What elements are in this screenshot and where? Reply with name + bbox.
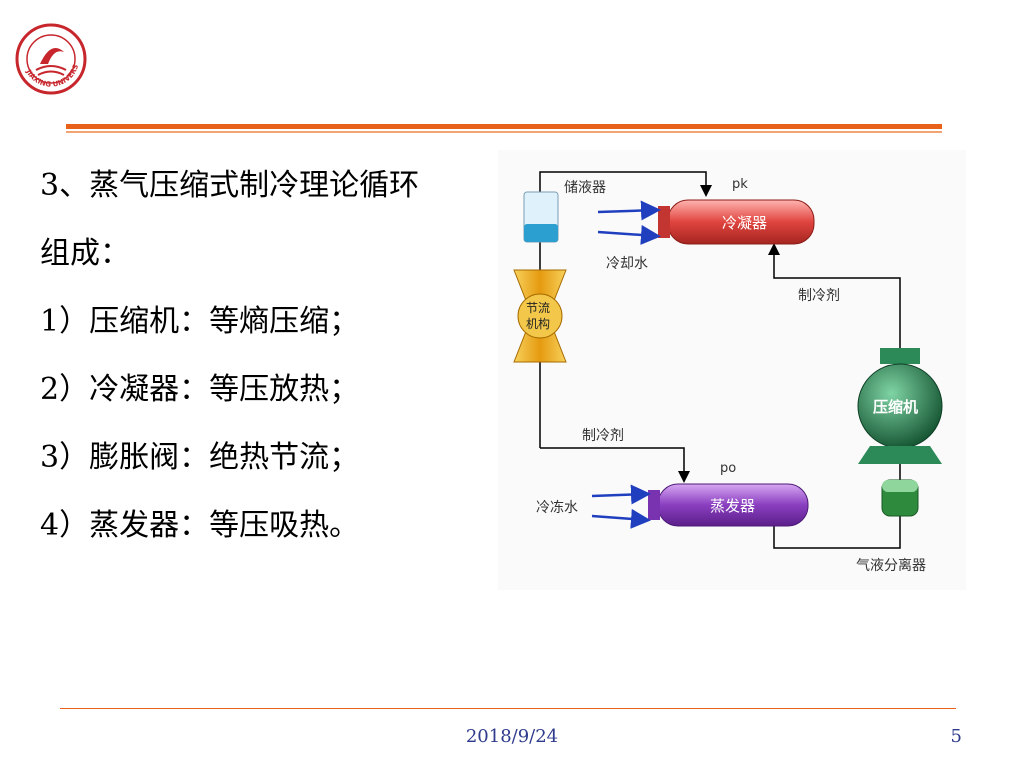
content-line-valve: 3）膨胀阀：绝热节流； (40, 440, 360, 475)
footer-rule (60, 708, 956, 709)
label-refrigerant-bottom: 制冷剂 (582, 428, 624, 444)
content-text: 3、蒸气压缩式制冷理论循环 组成： 1）压缩机：等熵压缩； 2）冷凝器：等压放热… (40, 152, 500, 560)
content-line-condenser: 2）冷凝器：等压放热； (40, 372, 360, 407)
label-refrigerant-top: 制冷剂 (798, 288, 840, 304)
label-throttle-1: 节流 (526, 301, 550, 315)
condenser-vessel (658, 199, 815, 245)
label-compressor: 压缩机 (873, 398, 918, 416)
content-line-compressor: 1）压缩机：等熵压缩； (40, 304, 360, 339)
label-throttle-2: 机构 (526, 316, 550, 331)
refrigeration-cycle-diagram: 储液器 pk 冷凝器 冷却水 制冷剂 节流 机构 压缩机 制冷剂 po 蒸发器 … (498, 150, 966, 590)
label-condenser: 冷凝器 (722, 214, 767, 232)
gas-liquid-separator (881, 479, 919, 517)
page-number: 5 (950, 726, 962, 747)
label-evaporator: 蒸发器 (710, 497, 755, 515)
evaporator-vessel (648, 483, 809, 527)
content-line-evaporator: 4）蒸发器：等压吸热。 (40, 508, 360, 543)
content-line-subtitle: 组成： (40, 236, 130, 271)
label-receiver: 储液器 (564, 180, 606, 196)
receiver-tank (523, 191, 559, 243)
label-po: po (720, 461, 736, 476)
label-cooling-water: 冷却水 (606, 256, 648, 272)
label-pk: pk (732, 177, 748, 192)
content-line-title: 3、蒸气压缩式制冷理论循环 (40, 168, 420, 203)
label-separator: 气液分离器 (856, 557, 926, 574)
university-logo: JIAXING UNIVERSITY (14, 22, 87, 95)
header-rule (66, 124, 942, 129)
throttle-device (513, 269, 567, 363)
header-rule-thin (66, 131, 942, 133)
label-chilled-water: 冷冻水 (536, 499, 578, 516)
compressor-unit (857, 348, 943, 464)
footer-date: 2018/9/24 (465, 726, 559, 747)
